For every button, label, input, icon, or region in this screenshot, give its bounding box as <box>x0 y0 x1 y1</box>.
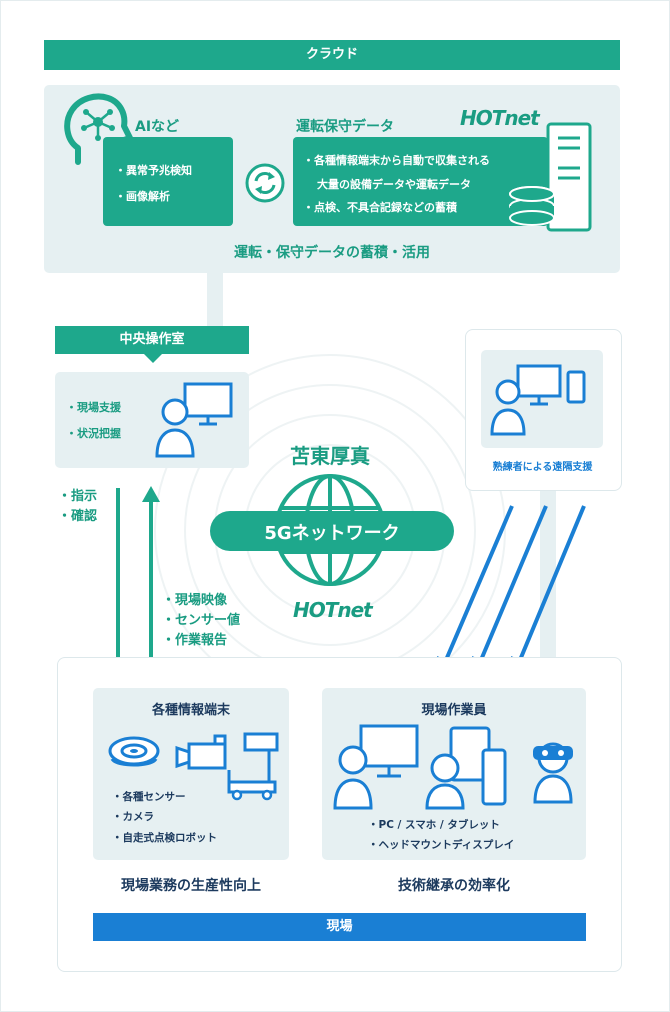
control-room-bar-pointer <box>143 353 163 363</box>
control-room-bar: 中央操作室 <box>55 326 249 354</box>
ops-item: 点検、不具合記録などの蓄積 <box>303 199 457 215</box>
down-arrow-item: 指示 <box>58 487 97 507</box>
cloud-bar: クラウド <box>44 40 620 70</box>
ai-item: 画像解析 <box>115 188 170 204</box>
workers-devices-icon <box>333 724 573 810</box>
sync-icon <box>245 163 285 203</box>
ops-item: 各種情報端末から自動で収集される <box>303 152 490 168</box>
robot-icon <box>227 732 279 801</box>
remote-label: 熟練者による遠隔支援 <box>492 462 593 473</box>
down-arrow <box>109 488 127 676</box>
site-bar: 現場 <box>93 913 586 941</box>
operator-pc-icon <box>155 382 233 458</box>
up-arrow-item: センサー値 <box>162 611 240 631</box>
remote-expert-icon <box>490 364 586 436</box>
up-arrow <box>142 486 160 676</box>
network-region: 苫東厚真 <box>290 444 370 468</box>
down-arrow-label: 指示 確認 <box>58 487 97 527</box>
ops-box: 各種情報端末から自動で収集される 大量の設備データや運転データ 点検、不具合記録… <box>293 137 548 226</box>
workers-list: PC / スマホ / タブレット ヘッドマウントディスプレイ <box>368 815 515 856</box>
server-database-icon <box>509 122 592 232</box>
sensor-icon <box>108 736 160 767</box>
cloud-connector <box>207 268 223 330</box>
devices-list: 各種センサー カメラ 自走式点検ロボット <box>112 787 218 848</box>
devices-footer: 現場業務の生産性向上 <box>121 878 261 894</box>
camera-icon <box>175 734 227 770</box>
cloud-bar-label: クラウド <box>305 47 358 62</box>
ai-item: 異常予兆検知 <box>115 162 192 178</box>
ops-title: 運転保守データ <box>296 119 394 135</box>
remote-arrows <box>437 505 586 676</box>
site-bar-label: 現場 <box>326 919 353 934</box>
network-hotnet-logo: HOTnet <box>293 598 373 622</box>
ai-title: AIなど <box>135 119 180 135</box>
up-arrow-item: 作業報告 <box>162 631 240 651</box>
workers-item: PC / スマホ / タブレット <box>368 815 514 835</box>
devices-item: 自走式点検ロボット <box>112 828 218 848</box>
ai-box: 異常予兆検知 画像解析 <box>103 137 233 226</box>
workers-item: ヘッドマウントディスプレイ <box>368 835 515 855</box>
ops-item: 大量の設備データや運転データ <box>317 178 471 191</box>
devices-item: 各種センサー <box>112 787 217 807</box>
workers-title: 現場作業員 <box>421 703 487 718</box>
down-arrow-item: 確認 <box>58 507 97 527</box>
devices-title: 各種情報端末 <box>151 703 230 718</box>
up-arrow-label: 現場映像 センサー値 作業報告 <box>162 591 240 651</box>
cloud-footer: 運転・保守データの蓄積・活用 <box>234 245 430 261</box>
control-room-item: 状況把握 <box>66 424 121 445</box>
ops-hotnet-logo: HOTnet <box>460 106 540 130</box>
devices-item: カメラ <box>112 807 217 827</box>
control-room-item: 現場支援 <box>66 398 121 419</box>
network-label: 5Gネットワーク <box>264 523 400 544</box>
control-room-bar-label: 中央操作室 <box>119 332 185 347</box>
network-pill <box>210 511 454 551</box>
workers-footer: 技術継承の効率化 <box>398 878 510 894</box>
up-arrow-item: 現場映像 <box>162 591 240 611</box>
